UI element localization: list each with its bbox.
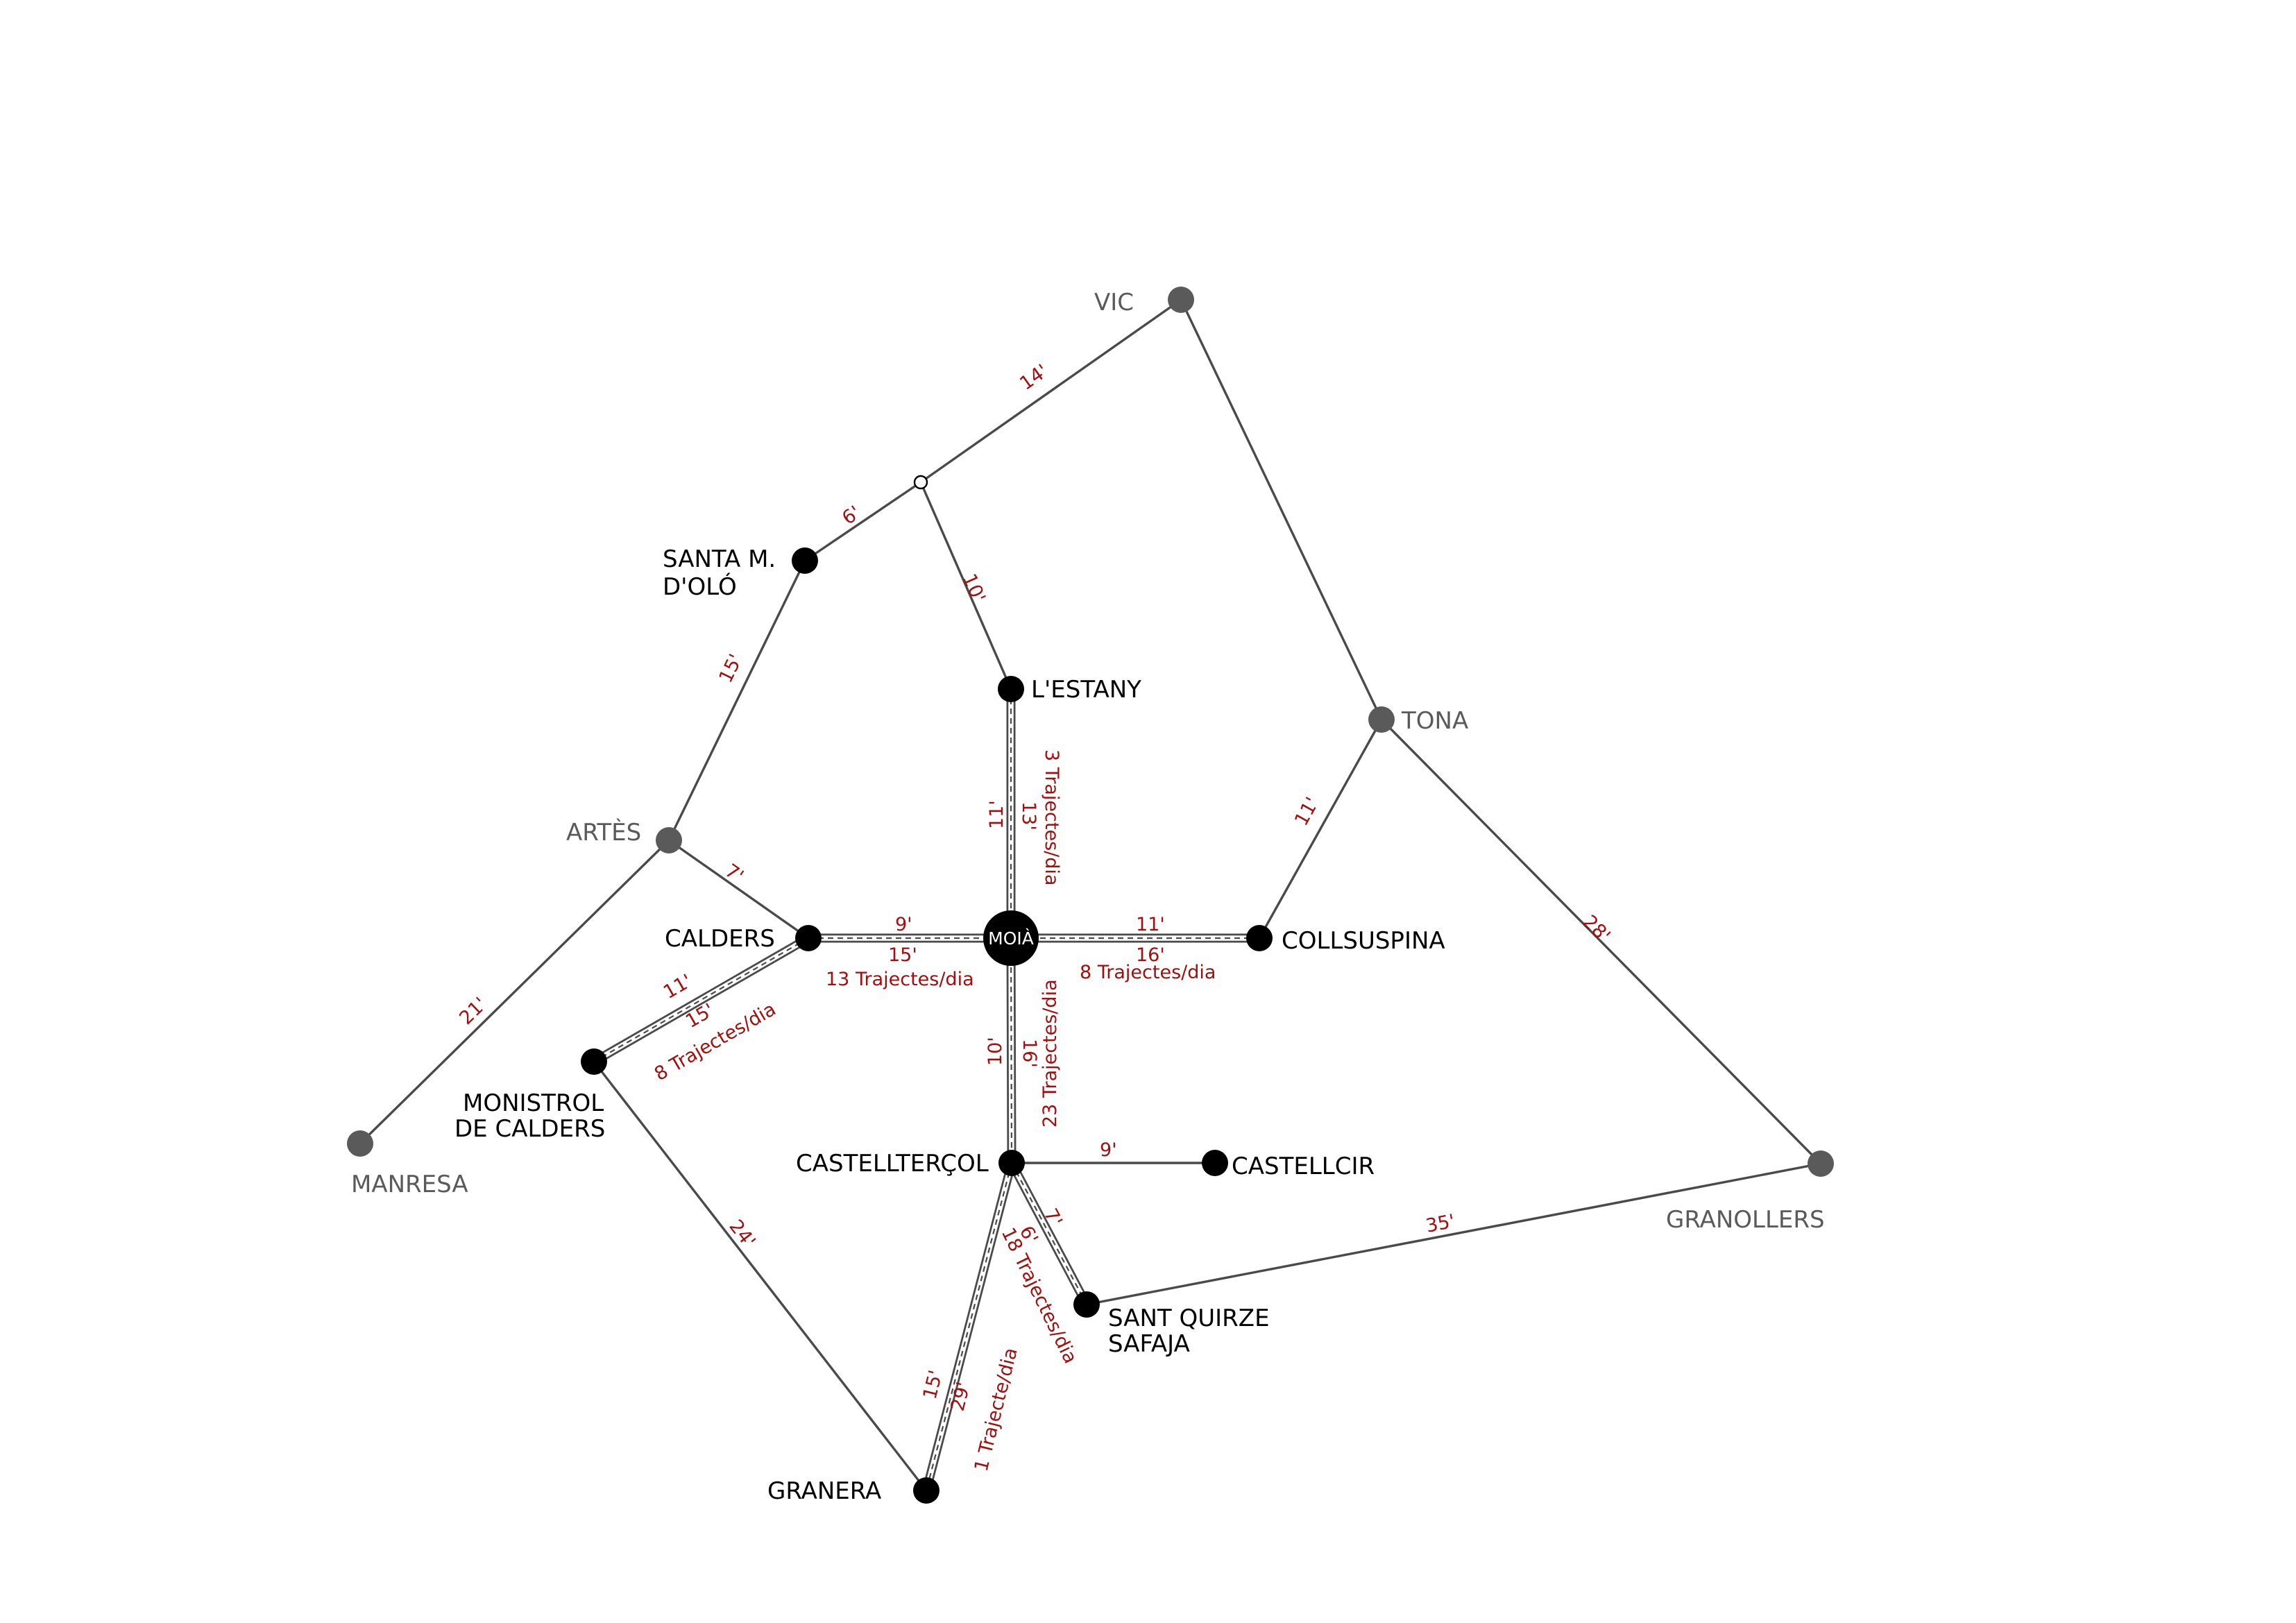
time-vic-junction: 14' — [1016, 360, 1052, 394]
time-granollers-sant-quirze: 35' — [1424, 1210, 1456, 1237]
road-vic-tona — [1180, 299, 1383, 720]
label-tona: TONA — [1401, 707, 1468, 735]
road-artes-calders — [668, 839, 809, 940]
station-labels: VIC TONA ARTÈS MANRESA GRANOLLERS SANTA … — [351, 289, 1825, 1505]
node-vic — [1168, 287, 1194, 313]
label-artes: ARTÈS — [566, 818, 641, 847]
node-manresa — [347, 1130, 373, 1157]
label-sant-quirze-line2: SAFAJA — [1108, 1330, 1190, 1358]
time-castellterol-granera-road: 15' — [919, 1368, 947, 1402]
trips-moia-castellterol: 23 Trajectes/dia — [1039, 979, 1061, 1128]
nodes — [347, 287, 1834, 1504]
label-collsuspina: COLLSUSPINA — [1282, 927, 1445, 955]
node-lestany — [998, 676, 1024, 702]
node-collsuspina — [1246, 925, 1273, 951]
label-granollers: GRANOLLERS — [1666, 1206, 1825, 1234]
road-junction-santa-maria — [804, 481, 921, 562]
road-network — [359, 298, 1822, 1492]
time-moia-collsuspina-bus: 16' — [1136, 944, 1165, 966]
node-junction — [913, 475, 928, 490]
label-lestany: L'ESTANY — [1031, 676, 1141, 704]
road-granollers-sant-quirze — [1086, 1162, 1821, 1306]
time-moia-castellterol-bus: 16' — [1019, 1039, 1040, 1068]
node-castellcir — [1202, 1150, 1228, 1176]
label-manresa: MANRESA — [351, 1171, 468, 1198]
label-monistrol-line2: DE CALDERS — [454, 1115, 605, 1143]
node-granollers — [1808, 1150, 1834, 1177]
node-santa-maria-olo — [792, 547, 818, 574]
node-castellterol — [998, 1150, 1025, 1176]
time-lestany-moia-bus: 13' — [1018, 801, 1039, 831]
time-artes-calders: 7' — [721, 860, 747, 887]
road-junction-lestany — [919, 482, 1012, 690]
time-tona-granollers: 28' — [1579, 911, 1614, 946]
node-tona — [1368, 706, 1395, 733]
road-artes-manresa — [359, 839, 670, 1145]
node-calders — [795, 925, 822, 951]
time-monistrol-granera: 24' — [724, 1216, 759, 1252]
time-calders-moia-road: 9' — [895, 914, 912, 935]
label-castellcir: CASTELLCIR — [1232, 1153, 1375, 1180]
label-sant-quirze-line1: SANT QUIRZE — [1108, 1305, 1270, 1332]
label-santa-maria-line1: SANTA M. — [663, 545, 776, 573]
label-castellterol: CASTELLTERÇOL — [796, 1150, 989, 1178]
trips-moia-collsuspina: 8 Trajectes/dia — [1080, 962, 1216, 983]
trips-calders-moia: 13 Trajectes/dia — [826, 969, 974, 990]
travel-times: 14' 6' 10' 15' 7' 21' 11' 28' 35' 24' 9'… — [455, 360, 1614, 1413]
time-tona-collsuspina: 11' — [1291, 794, 1323, 830]
time-moia-castellterol-road: 10' — [985, 1037, 1006, 1066]
node-moia — [983, 910, 1039, 966]
bus-dash-castellterol-sant-quirze — [1011, 1162, 1087, 1305]
time-junction-santa-maria: 6' — [838, 502, 865, 529]
trips-calders-monistrol: 8 Trajectes/dia — [651, 999, 780, 1085]
node-artes — [656, 827, 682, 853]
node-sant-quirze — [1073, 1291, 1100, 1318]
label-calders: CALDERS — [665, 925, 775, 953]
road-tona-collsuspina — [1258, 719, 1383, 939]
bus-dash-calders-monistrol — [593, 937, 809, 1062]
time-artes-manresa: 21' — [455, 994, 491, 1029]
bus-dash-castellterol-granera — [925, 1162, 1013, 1491]
label-moia: MOIÀ — [988, 928, 1034, 949]
label-monistrol-line1: MONISTROL — [463, 1089, 604, 1117]
time-calders-monistrol-road: 11' — [660, 970, 696, 1003]
trips-per-day: 3 Trajectes/dia 13 Trajectes/dia 8 Traje… — [651, 749, 1216, 1474]
bus-network — [591, 689, 1259, 1492]
time-castellterol-castellcir: 9' — [1100, 1139, 1117, 1161]
node-granera — [913, 1477, 939, 1504]
trips-castellterol-sant-quirze: 18 Trajectes/dia — [997, 1224, 1082, 1367]
bus-dash-moia-castellterol — [1010, 937, 1013, 1164]
time-santa-maria-artes: 15' — [715, 651, 747, 686]
trips-castellterol-granera: 1 Trajecte/dia — [971, 1345, 1022, 1473]
time-lestany-moia-road: 11' — [986, 800, 1007, 829]
road-vic-junction — [920, 298, 1182, 484]
road-tona-granollers — [1380, 718, 1822, 1165]
road-santa-maria-artes — [667, 560, 806, 841]
time-calders-moia-bus: 15' — [888, 944, 917, 966]
label-santa-maria-line2: D'OLÓ — [663, 572, 737, 601]
time-moia-collsuspina-road: 11' — [1136, 914, 1165, 935]
label-granera: GRANERA — [767, 1477, 881, 1505]
label-vic: VIC — [1094, 289, 1134, 316]
road-monistrol-granera — [593, 1060, 928, 1492]
node-monistrol — [581, 1048, 607, 1075]
trips-lestany-moia: 3 Trajectes/dia — [1041, 749, 1062, 885]
